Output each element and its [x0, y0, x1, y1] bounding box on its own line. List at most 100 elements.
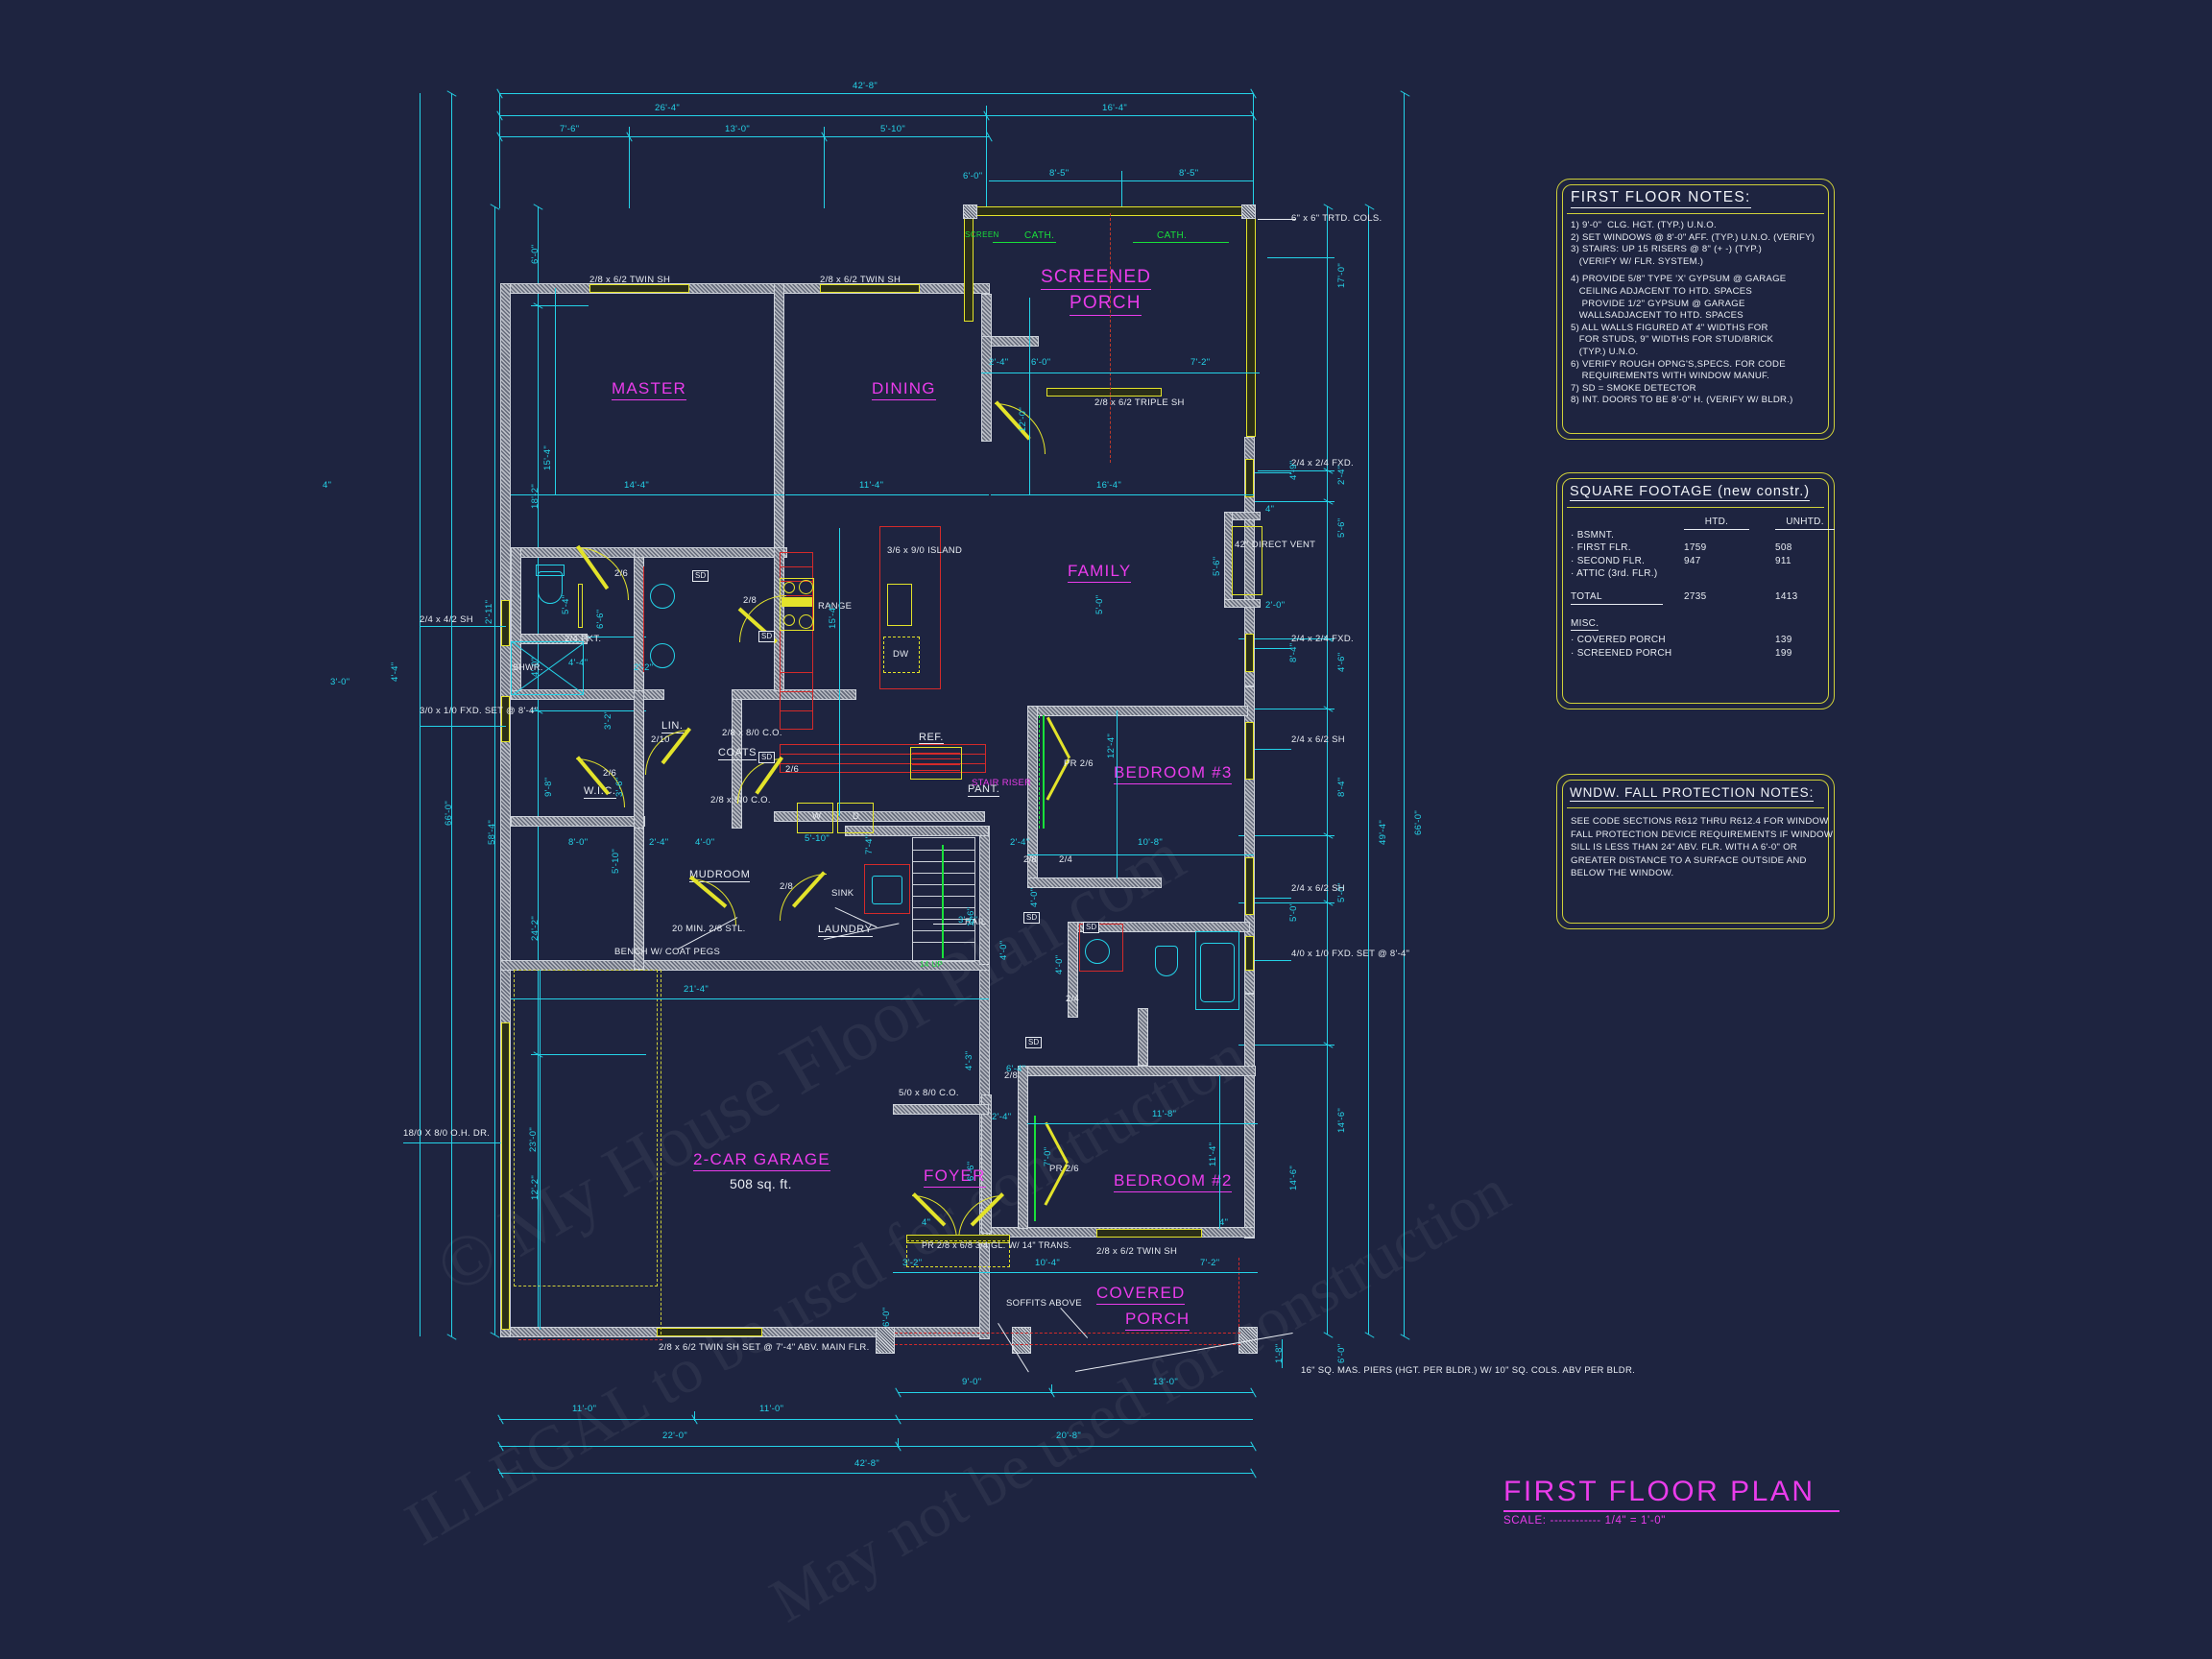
porch-header [1238, 1258, 1239, 1327]
oh-door-label: 18/0 X 8/0 O.H. DR. [403, 1128, 491, 1139]
screened-porch-wall-west [964, 206, 974, 322]
door-28-label-b: 2/8 [743, 595, 757, 606]
interior-wall-bed3-north [1027, 706, 1248, 716]
porch-beam-a [895, 1333, 1240, 1334]
dryer [837, 803, 874, 833]
direct-vent-unit [1232, 526, 1262, 595]
island-label: 3/6 x 9/0 ISLAND [887, 545, 963, 556]
window-master-west2 [501, 696, 510, 742]
stair-run [912, 837, 975, 962]
window-bath-fxd [1245, 936, 1254, 971]
window-tag-bed3-a: 2/4 x 6/2 SH [1291, 734, 1345, 745]
door-210-label: 2/10 [651, 734, 670, 745]
interior-wall-pantry [732, 689, 856, 700]
garage-footing [518, 1339, 662, 1340]
exterior-wall-bedroom3-east [1244, 686, 1255, 994]
exterior-wall-west [500, 283, 511, 1042]
dryer-label: D [853, 811, 860, 822]
interior-wall-foyer-north [893, 1104, 989, 1115]
room-label-covered-porch: COVERED [1096, 1284, 1186, 1305]
sq-row-attic: · ATTIC (3rd. FLR.) [1571, 568, 1658, 580]
interior-wall-bed3-south [1027, 878, 1162, 888]
bath-tub [1195, 931, 1239, 1010]
room-label-bedroom3: BEDROOM #3 [1114, 763, 1233, 784]
interior-wall-bed2-west [1018, 1066, 1028, 1229]
smoke-detector-3: SD [758, 752, 776, 763]
sq-row-bsmnt: · BSMNT. [1571, 529, 1615, 541]
garage-slab-outline [514, 970, 658, 1286]
window-fall-body: SEE CODE SECTIONS R612 THRU R612.4 FOR W… [1571, 816, 1834, 878]
piers-label: 16" SQ. MAS. PIERS (HGT. PER BLDR.) W/ 1… [1301, 1365, 1636, 1376]
room-label-garage: 2-CAR GARAGE [693, 1150, 830, 1171]
porch-pier-sw [876, 1327, 895, 1354]
cath-label-left: CATH. [1024, 230, 1055, 241]
first-floor-notes-title: FIRST FLOOR NOTES: [1571, 189, 1751, 208]
scale-label: SCALE: [1503, 1514, 1547, 1527]
window-master [589, 284, 689, 293]
square-footage-title: SQUARE FOOTAGE (new constr.) [1570, 484, 1811, 501]
porch-pier-nw [963, 204, 977, 219]
pr26-label-b: PR 2/6 [1049, 1164, 1079, 1174]
scale-value: 1/4" = 1'-0" [1604, 1514, 1666, 1527]
smoke-detector-4: SD [1023, 912, 1041, 924]
island-sink [887, 584, 912, 626]
range-label: RANGE [818, 601, 853, 612]
window-bed3-b [1245, 857, 1254, 915]
pocket-door-label: 2/4 PKT. [565, 634, 602, 644]
door-28-label-a: 2/8 [780, 881, 794, 892]
direct-vent-label: 42" DIRECT VENT [1235, 540, 1316, 550]
door-24-label: 2/4 [1059, 854, 1073, 865]
porch-centerline [1110, 213, 1111, 463]
sq-row-covered-porch: · COVERED PORCH 139 [1571, 635, 1792, 646]
door-28-label-d: 2/8 [1004, 1070, 1019, 1081]
room-label-coats: COATS [718, 747, 757, 760]
window-tag-fam-fxd1: 2/4 x 2/4 FXD. [1291, 458, 1354, 469]
rail-label: RAIL [965, 917, 987, 927]
window-family-fxd2 [1245, 634, 1254, 672]
bath-sink [1085, 939, 1110, 964]
window-tag-dining: 2/8 x 6/2 TWIN SH [820, 275, 902, 285]
porch-pier-ne [1241, 204, 1256, 219]
smoke-detector-2: SD [758, 631, 776, 642]
col-htd: HTD. [1684, 516, 1749, 530]
screened-porch-wall-east [1246, 206, 1256, 437]
dishwasher-label: DW [893, 649, 909, 660]
master-sink-1 [650, 584, 675, 609]
bath-tub-inner [1200, 943, 1235, 1002]
bath-toilet [1155, 946, 1178, 976]
interior-wall-bath-b [1068, 922, 1078, 1018]
window-bed3-a [1245, 722, 1254, 780]
door-28-label-c: 2/8 [1023, 854, 1038, 865]
min-stl-label: 20 MIN. 2/8 STL. [672, 924, 746, 934]
window-fall-title: WNDW. FALL PROTECTION NOTES: [1570, 785, 1815, 802]
interior-wall-wic-south [511, 816, 645, 827]
room-label-covered-porch-2: PORCH [1125, 1310, 1190, 1331]
stair-up-arrow [942, 845, 944, 958]
window-tag-master-west: 2/4 x 4/2 SH [420, 614, 473, 625]
smoke-detector-5: SD [1083, 922, 1100, 933]
window-tag-fxd-right: 4/0 x 1/0 FXD. SET @ 8'-4" [1291, 949, 1410, 959]
bench-label: BENCH W/ COAT PEGS [614, 947, 721, 957]
smoke-detector-1: SD [692, 570, 709, 582]
interior-wall-garage-north [500, 960, 990, 971]
laundry-sink-counter [864, 864, 910, 914]
sq-row-second: · SECOND FLR. 947 911 [1571, 555, 1791, 566]
window-tag-dining-triple: 2/8 x 6/2 TRIPLE SH [1094, 397, 1185, 408]
sq-row-first: · FIRST FLR. 1759 508 [1571, 542, 1792, 554]
porch-beam-b [895, 1344, 1240, 1345]
interior-wall-master-divide [634, 547, 787, 558]
sink-label: SINK [831, 888, 854, 899]
shwr-label: SHWR. [513, 662, 543, 672]
bed3-closet-shelf [1039, 715, 1043, 829]
window-tag-bed3-b: 2/4 x 6/2 SH [1291, 883, 1345, 894]
room-label-screened-porch: SCREENED [1041, 267, 1152, 290]
interior-wall-fam-north [981, 336, 992, 442]
door-24-label-b: 2/4 [1066, 994, 1080, 1004]
panel-window-fall-protection: WNDW. FALL PROTECTION NOTES: SEE CODE SE… [1556, 774, 1835, 929]
interior-wall-bath-c [1138, 1008, 1148, 1066]
foyer-transom [906, 1240, 1010, 1267]
sheet-title: FIRST FLOOR PLAN [1503, 1476, 1815, 1507]
kitchen-island [879, 526, 941, 689]
cath-label-right: CATH. [1157, 230, 1188, 241]
